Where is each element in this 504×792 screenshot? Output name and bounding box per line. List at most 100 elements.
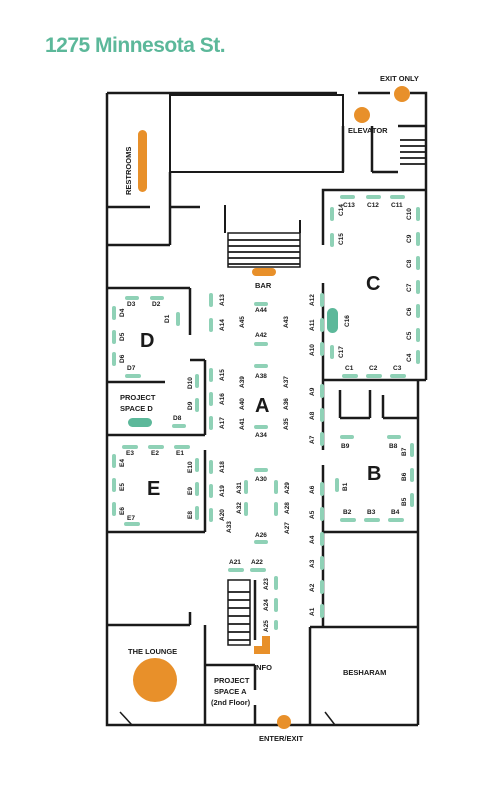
booth-a15: A15 bbox=[219, 369, 226, 381]
booth-a27: A27 bbox=[284, 522, 291, 534]
booth-b3: B3 bbox=[367, 509, 376, 516]
booth-a36: A36 bbox=[283, 398, 290, 410]
booth-a1: A1 bbox=[309, 607, 316, 616]
booth-c8: C8 bbox=[406, 259, 413, 268]
project-space-a-label-3: (2nd Floor) bbox=[211, 698, 251, 707]
elevator-label: ELEVATOR bbox=[348, 126, 388, 135]
booth-a12: A12 bbox=[309, 294, 316, 306]
exit-only-marker bbox=[394, 86, 410, 102]
booth-c4: C4 bbox=[406, 353, 413, 362]
booth-a2: A2 bbox=[309, 583, 316, 592]
section-b-label: B bbox=[367, 463, 381, 485]
booth-e5: E5 bbox=[119, 483, 126, 491]
booth-a26: A26 bbox=[255, 532, 267, 539]
booth-a45: A45 bbox=[239, 316, 246, 328]
booth-a22: A22 bbox=[251, 559, 263, 566]
booth-labels: C14 C13 C12 C11 C10 C15 C9 C8 C7 C16 C6 … bbox=[119, 202, 413, 632]
booth-a9: A9 bbox=[309, 387, 316, 396]
exit-only-label: EXIT ONLY bbox=[380, 74, 419, 83]
besharam-label: BESHARAM bbox=[343, 668, 386, 677]
booth-a28: A28 bbox=[284, 502, 291, 514]
booth-e7: E7 bbox=[127, 515, 135, 522]
info-label: INFO bbox=[254, 663, 272, 672]
booth-a29: A29 bbox=[284, 482, 291, 494]
the-lounge-label: THE LOUNGE bbox=[128, 647, 177, 656]
restrooms-label: RESTROOMS bbox=[124, 147, 133, 195]
booth-a10: A10 bbox=[309, 344, 316, 356]
booth-e2: E2 bbox=[151, 450, 159, 457]
enter-exit-marker bbox=[277, 715, 291, 729]
orange-features bbox=[133, 86, 410, 729]
booth-d4: D4 bbox=[119, 308, 126, 317]
booth-a19: A19 bbox=[219, 485, 226, 497]
booth-a11: A11 bbox=[309, 319, 316, 331]
section-a-label: A bbox=[255, 395, 269, 417]
booth-e3: E3 bbox=[126, 450, 134, 457]
booth-d1: D1 bbox=[164, 314, 171, 323]
project-space-d-label-2: SPACE D bbox=[120, 404, 153, 413]
booth-a39: A39 bbox=[239, 376, 246, 388]
booth-a3: A3 bbox=[309, 559, 316, 568]
booth-b5: B5 bbox=[401, 497, 408, 506]
booth-e1: E1 bbox=[176, 450, 184, 457]
booth-a43: A43 bbox=[283, 316, 290, 328]
booth-c3: C3 bbox=[393, 365, 402, 372]
booth-a17: A17 bbox=[219, 417, 226, 429]
booth-c10: C10 bbox=[406, 208, 413, 220]
bar-label: BAR bbox=[255, 281, 272, 290]
booth-c16-marker bbox=[327, 308, 338, 333]
booth-b2: B2 bbox=[343, 509, 352, 516]
booth-b4: B4 bbox=[391, 509, 400, 516]
stair-treads bbox=[228, 139, 426, 641]
booth-a16: A16 bbox=[219, 393, 226, 405]
booth-a41: A41 bbox=[239, 418, 246, 430]
booth-b7: B7 bbox=[401, 447, 408, 456]
booth-e8: E8 bbox=[187, 511, 194, 519]
bar-marker bbox=[252, 268, 276, 276]
booth-a34: A34 bbox=[255, 432, 267, 439]
booth-d6: D6 bbox=[119, 354, 126, 363]
booth-markers bbox=[112, 195, 420, 630]
project-space-d-marker bbox=[128, 418, 152, 427]
booth-b9: B9 bbox=[341, 443, 350, 450]
lounge-table bbox=[133, 658, 177, 702]
booth-a42: A42 bbox=[255, 332, 267, 339]
booth-b1: B1 bbox=[342, 482, 349, 491]
booth-a31: A31 bbox=[236, 482, 243, 494]
booth-e4: E4 bbox=[119, 459, 126, 467]
booth-c17: C17 bbox=[338, 346, 345, 358]
booth-a14: A14 bbox=[219, 319, 226, 331]
page-title: 1275 Minnesota St. bbox=[45, 34, 226, 57]
booth-a23: A23 bbox=[263, 578, 270, 590]
booth-c1: C1 bbox=[345, 365, 354, 372]
booth-c14: C14 bbox=[338, 204, 345, 216]
booth-a5: A5 bbox=[309, 510, 316, 519]
info-marker bbox=[254, 636, 270, 654]
section-d-label: D bbox=[140, 330, 154, 352]
elevator-marker bbox=[354, 107, 370, 123]
booth-a24: A24 bbox=[263, 599, 270, 611]
booth-c7: C7 bbox=[406, 283, 413, 292]
booth-e10: E10 bbox=[187, 461, 194, 473]
booth-d10: D10 bbox=[187, 377, 194, 389]
green-features bbox=[128, 308, 338, 427]
booth-a30: A30 bbox=[255, 476, 267, 483]
booth-d7: D7 bbox=[127, 365, 136, 372]
booth-c11: C11 bbox=[391, 202, 403, 209]
section-e-label: E bbox=[147, 478, 160, 500]
booth-a18: A18 bbox=[219, 461, 226, 473]
booth-a6: A6 bbox=[309, 485, 316, 494]
booth-e9: E9 bbox=[187, 487, 194, 495]
booth-b6: B6 bbox=[401, 472, 408, 481]
booth-c6: C6 bbox=[406, 307, 413, 316]
booth-a33: A33 bbox=[226, 521, 233, 533]
booth-a20: A20 bbox=[219, 509, 226, 521]
booth-c12: C12 bbox=[367, 202, 379, 209]
booth-a7: A7 bbox=[309, 435, 316, 444]
booth-a32: A32 bbox=[236, 502, 243, 514]
booth-a4: A4 bbox=[309, 535, 316, 544]
booth-c15: C15 bbox=[338, 233, 345, 245]
booth-d3: D3 bbox=[127, 301, 136, 308]
booth-c5: C5 bbox=[406, 331, 413, 340]
